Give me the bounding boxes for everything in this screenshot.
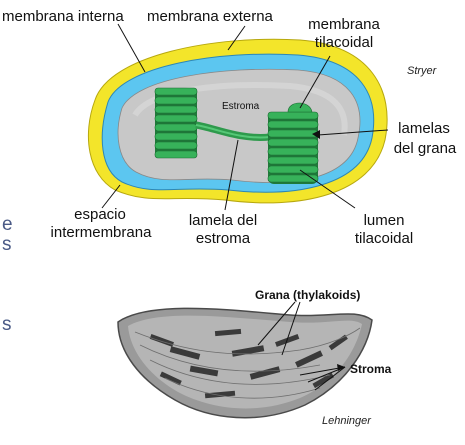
leader-lamela [224, 139, 239, 211]
label-stroma: Stroma [350, 362, 392, 376]
side-fragment-s1: s [2, 234, 12, 255]
label-espacio-2: intermembrana [50, 224, 152, 241]
leader-stroma-3 [314, 366, 346, 391]
leader-lumen [299, 169, 356, 209]
leader-membrana-interna [117, 23, 146, 73]
side-fragment-e: e [2, 214, 13, 235]
granum-right [267, 111, 319, 184]
side-fragment-s2: s [2, 314, 12, 335]
credit-lehninger: Lehninger [322, 415, 371, 427]
label-membrana-tilacoidal-1: membrana [308, 16, 380, 33]
label-lumen-1: lumen [363, 212, 405, 229]
label-lamela-1: lamela del [188, 212, 258, 229]
label-membrana-interna: membrana interna [2, 8, 124, 25]
label-lamelas-1: lamelas [398, 120, 450, 137]
leader-espacio [101, 184, 121, 209]
label-grana: Grana (thylakoids) [255, 288, 361, 302]
label-estroma-inner: Estroma [222, 101, 260, 112]
label-lamelas-2: del grana [393, 140, 457, 157]
leader-stroma-1 [299, 366, 346, 376]
label-membrana-tilacoidal-2: tilacoidal [314, 34, 374, 51]
leader-membrana-tilacoidal [299, 55, 331, 109]
label-lumen-2: tilacoidal [354, 230, 414, 247]
label-lamela-2: estroma [195, 230, 251, 247]
leader-grana-2 [281, 301, 301, 356]
leader-membrana-externa [227, 25, 246, 51]
credit-stryer: Stryer [407, 65, 437, 77]
leader-lamelas [317, 129, 389, 136]
label-membrana-externa: membrana externa [147, 8, 273, 25]
label-espacio-1: espacio [74, 206, 126, 223]
granum-left [154, 87, 198, 159]
leader-grana-1 [257, 301, 296, 346]
